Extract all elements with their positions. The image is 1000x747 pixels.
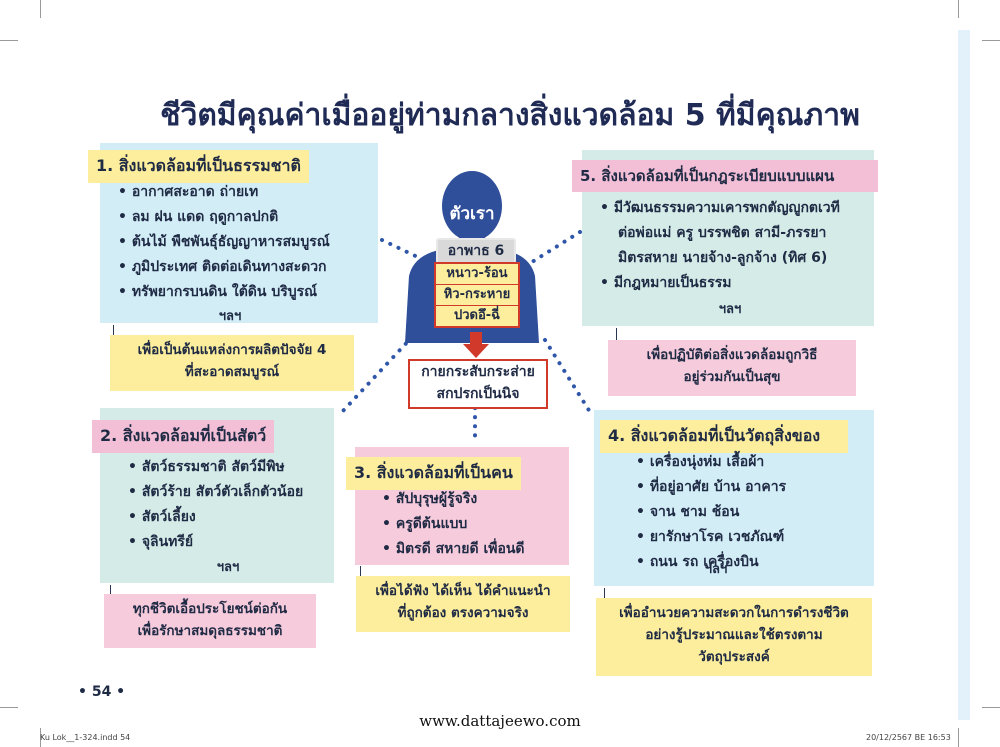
crop-mark (40, 728, 41, 747)
self-label: ตัวเรา (449, 204, 495, 224)
body-condition-line: สกปรกเป็นนิจ (436, 386, 520, 402)
section-animals-heading: 2. สิ่งแวดล้อมที่เป็นสัตว์ (92, 420, 275, 453)
section-nature-heading: 1. สิ่งแวดล้อมที่เป็นธรรมชาติ (88, 150, 309, 183)
list-item: สัตว์เลี้ยง (128, 505, 303, 530)
note-line: เพื่อรักษาสมดุลธรรมชาติ (137, 623, 283, 639)
section-people-list: สัปบุรุษผู้รู้จริง ครูดีต้นแบบ มิตรดี สห… (382, 487, 525, 562)
note-line: เพื่ออำนวยความสะดวกในการดำรงชีวิต (619, 605, 849, 621)
down-arrow-icon (463, 332, 489, 358)
note-line: วัตถุประสงค์ (698, 649, 770, 665)
list-item: ยารักษาโรค เวชภัณฑ์ (636, 525, 786, 550)
connector-nature (380, 238, 430, 264)
section-rules-list: • มีวัฒนธรรมความเคารพกตัญญูกตเวที ต่อพ่อ… (600, 196, 870, 296)
page-number: • 54 • (78, 684, 126, 700)
list-item: ทรัพยากรบนดิน ใต้ดิน บริบูรณ์ (118, 280, 330, 305)
list-item: ที่อยู่อาศัย บ้าน อาคาร (636, 475, 786, 500)
section-rules-note: เพื่อปฏิบัติต่อสิ่งแวดล้อมถูกวิธี อยู่ร่… (608, 340, 856, 396)
section-animals-list: สัตว์ธรรมชาติ สัตว์มีพิษ สัตว์ร้าย สัตว์… (128, 455, 303, 555)
etc-label: ฯลฯ (718, 302, 742, 317)
section-rules-heading: 5. สิ่งแวดล้อมที่เป็นกฎระเบียบแบบแผน (572, 160, 878, 192)
etc-label: ฯลฯ (704, 562, 728, 577)
website-url: www.dattajeewo.com (419, 712, 581, 730)
section-people-note: เพื่อได้ฟัง ได้เห็น ได้คำแนะนำ ที่ถูกต้อ… (356, 576, 570, 632)
organ-label: อาพาธ 6 (436, 238, 516, 264)
section-objects-heading: 4. สิ่งแวดล้อมที่เป็นวัตถุสิ่งของ (600, 420, 848, 453)
page-edge-strip (958, 30, 970, 720)
list-item: ต้นไม้ พืชพันธุ์ธัญญาหารสมบูรณ์ (118, 230, 330, 255)
list-item: • มีกฎหมายเป็นธรรม (600, 275, 732, 291)
note-line: ทุกชีวิตเอื้อประโยชน์ต่อกัน (132, 601, 288, 617)
list-item: ภูมิประเทศ ติดต่อเดินทางสะดวก (118, 255, 330, 280)
list-item: ครูดีต้นแบบ (382, 512, 525, 537)
list-item: อากาศสะอาด ถ่ายเท (118, 180, 330, 205)
list-item: จุลินทรีย์ (128, 530, 303, 555)
list-item: ลม ฝน แดด ฤดูกาลปกติ (118, 205, 330, 230)
list-item-text: มีกฎหมายเป็นธรรม (613, 275, 732, 291)
symptom-item: หนาว-ร้อน (436, 264, 518, 285)
print-timestamp: 20/12/2567 BE 16:53 (866, 733, 951, 742)
list-item: ถนน รถ เครื่องบิน (636, 550, 786, 575)
section-people-heading: 3. สิ่งแวดล้อมที่เป็นคน (346, 457, 521, 490)
crop-mark (982, 707, 1000, 708)
list-item: สัตว์ธรรมชาติ สัตว์มีพิษ (128, 455, 303, 480)
list-item-continuation: มิตรสหาย นายจ้าง-ลูกจ้าง (ทิศ 6) (618, 250, 828, 266)
list-item: จาน ชาม ช้อน (636, 500, 786, 525)
note-line: ที่ถูกต้อง ตรงความจริง (397, 605, 529, 621)
section-nature-note: เพื่อเป็นต้นแหล่งการผลิตปัจจัย 4 ที่สะอา… (110, 335, 354, 391)
crop-mark (40, 0, 41, 18)
list-item: สัปบุรุษผู้รู้จริง (382, 487, 525, 512)
connector-animals (340, 335, 414, 414)
etc-label: ฯลฯ (218, 309, 242, 324)
body-condition-box: กายกระสับกระส่าย สกปรกเป็นนิจ (408, 359, 548, 409)
section-animals-note: ทุกชีวิตเอื้อประโยชน์ต่อกัน เพื่อรักษาสม… (104, 594, 316, 648)
file-label: Ku Lok__1-324.indd 54 (40, 733, 131, 742)
note-line: อยู่ร่วมกันเป็นสุข (683, 369, 781, 385)
crop-mark (958, 728, 959, 747)
connector-rules (530, 230, 582, 264)
section-nature-list: อากาศสะอาด ถ่ายเท ลม ฝน แดด ฤดูกาลปกติ ต… (118, 180, 330, 305)
etc-label: ฯลฯ (216, 560, 240, 575)
crop-mark (982, 40, 1000, 41)
list-item-text: มีวัฒนธรรมความเคารพกตัญญูกตเวที (613, 200, 840, 216)
list-item: เครื่องนุ่งห่ม เสื้อผ้า (636, 450, 786, 475)
crop-mark (0, 40, 18, 41)
section-objects-note: เพื่ออำนวยความสะดวกในการดำรงชีวิต อย่างร… (596, 598, 872, 676)
symptom-item: หิว-กระหาย (436, 285, 518, 306)
list-item: สัตว์ร้าย สัตว์ตัวเล็กตัวน้อย (128, 480, 303, 505)
connector-objects (543, 338, 592, 414)
list-item: • มีวัฒนธรรมความเคารพกตัญญูกตเวที (600, 200, 840, 216)
note-line: อย่างรู้ประมาณและใช้ตรงตาม (645, 627, 823, 643)
crop-mark (0, 707, 18, 708)
list-item: มิตรดี สหายดี เพื่อนดี (382, 537, 525, 562)
symptom-item: ปวดอึ-ฉี่ (453, 308, 501, 323)
note-line: เพื่อเป็นต้นแหล่งการผลิตปัจจัย 4 (137, 342, 327, 358)
list-item-continuation: ต่อพ่อแม่ ครู บรรพชิต สามี-ภรรยา (618, 225, 827, 241)
crop-mark (958, 0, 959, 18)
note-line: ที่สะอาดสมบูรณ์ (184, 364, 280, 380)
section-objects-list: เครื่องนุ่งห่ม เสื้อผ้า ที่อยู่อาศัย บ้า… (636, 450, 786, 575)
note-line: เพื่อปฏิบัติต่อสิ่งแวดล้อมถูกวิธี (646, 347, 818, 363)
symptom-stack: หนาว-ร้อน หิว-กระหาย ปวดอึ-ฉี่ (434, 262, 520, 328)
page-title: ชีวิตมีคุณค่าเมื่ออยู่ท่ามกลางสิ่งแวดล้อ… (160, 98, 860, 133)
note-line: เพื่อได้ฟัง ได้เห็น ได้คำแนะนำ (375, 583, 551, 599)
body-condition-line: กายกระสับกระส่าย (421, 364, 535, 380)
